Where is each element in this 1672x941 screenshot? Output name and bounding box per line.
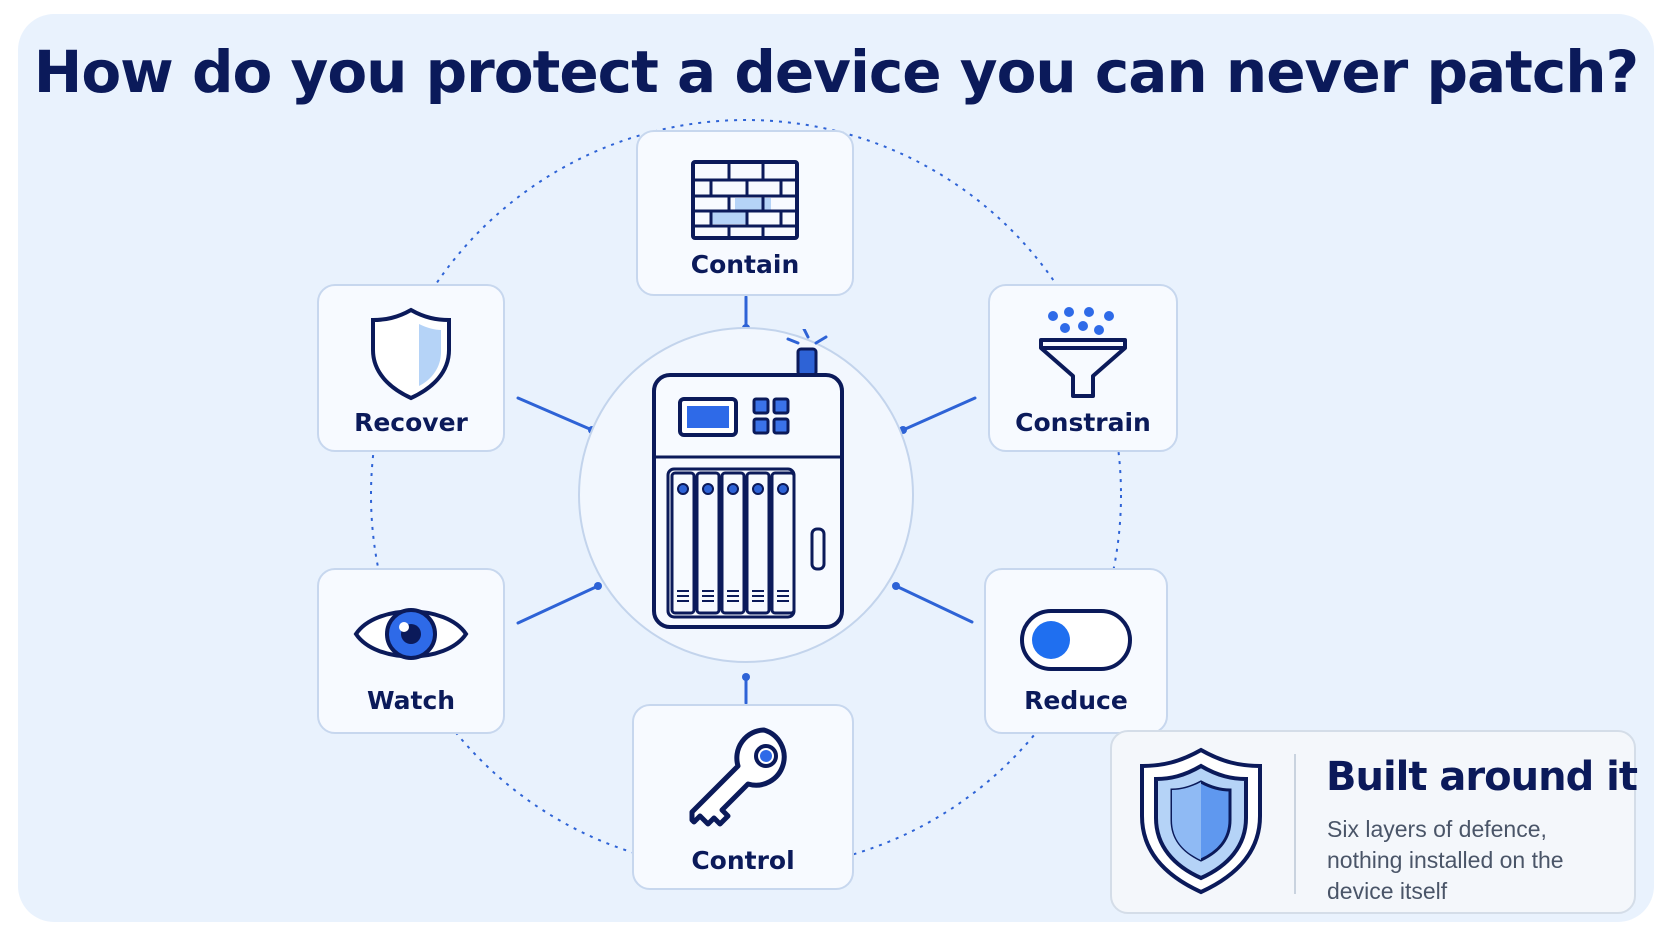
page-title: How do you protect a device you can neve…	[33, 38, 1639, 106]
double-shield-icon	[1140, 747, 1262, 895]
orbit-ring	[370, 119, 1122, 871]
summary-callout: Built around it Six layers of defence, n…	[1110, 730, 1638, 914]
brick-wall-icon	[691, 160, 799, 240]
layer-card-constrain: Constrain	[988, 284, 1178, 452]
layer-card-watch: Watch	[317, 568, 505, 734]
toggle-switch-icon	[1020, 609, 1132, 671]
central-device-hub	[578, 327, 914, 663]
connector-constrain	[901, 396, 977, 432]
connector-watch	[516, 584, 600, 625]
layer-label-control: Control	[691, 846, 795, 875]
connector-recover	[516, 396, 594, 432]
layer-card-reduce: Reduce	[984, 568, 1168, 734]
layer-label-contain: Contain	[690, 250, 800, 279]
layer-label-watch: Watch	[366, 686, 456, 715]
layer-card-recover: Recover	[317, 284, 505, 452]
callout-title: Built around it	[1326, 754, 1638, 800]
key-icon	[689, 727, 787, 827]
layer-card-control: Control	[632, 704, 854, 890]
layer-label-reduce: Reduce	[1024, 686, 1128, 715]
layer-label-constrain: Constrain	[1015, 408, 1151, 437]
shield-icon	[371, 307, 451, 401]
callout-divider	[1294, 754, 1296, 894]
unpatched-device-icon	[652, 329, 844, 629]
layer-label-recover: Recover	[354, 408, 468, 437]
callout-body: Six layers of defence, nothing installed…	[1327, 816, 1564, 904]
funnel-icon	[1039, 307, 1127, 398]
connector-reduce	[894, 584, 974, 624]
layer-card-contain: Contain	[636, 130, 854, 296]
eye-icon	[353, 608, 469, 660]
